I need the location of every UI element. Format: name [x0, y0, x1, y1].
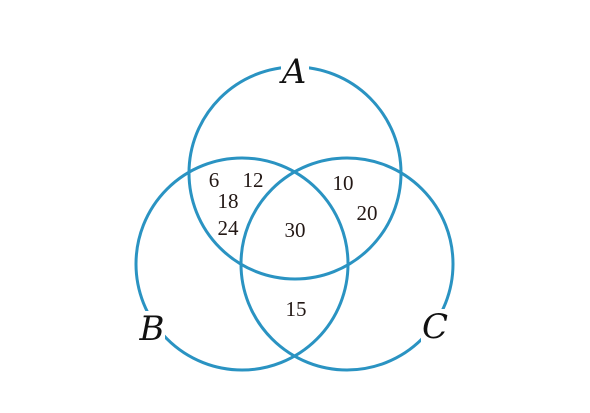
set-c-label: C [422, 307, 448, 347]
region-number: 15 [286, 297, 307, 321]
set-b-circle [134, 156, 350, 372]
region-number: 10 [333, 171, 354, 195]
label-a-gap [281, 55, 309, 87]
region-number: 12 [243, 168, 264, 192]
set-c-circle [239, 156, 455, 372]
region-a-and-b-and-c: 30 [285, 218, 306, 242]
region-number: 24 [218, 216, 240, 240]
label-b-gap [139, 311, 165, 345]
region-number: 18 [218, 189, 239, 213]
region-a-and-c-only: 10 20 [333, 171, 378, 225]
region-number: 30 [285, 218, 306, 242]
region-number: 20 [357, 201, 378, 225]
region-a-and-b-only: 6 12 18 24 [209, 168, 264, 240]
set-a-label: A [279, 52, 307, 92]
region-b-and-c-only: 15 [286, 297, 307, 321]
region-number: 6 [209, 168, 220, 192]
label-c-gap [421, 309, 449, 343]
set-b-label: B [139, 309, 165, 349]
